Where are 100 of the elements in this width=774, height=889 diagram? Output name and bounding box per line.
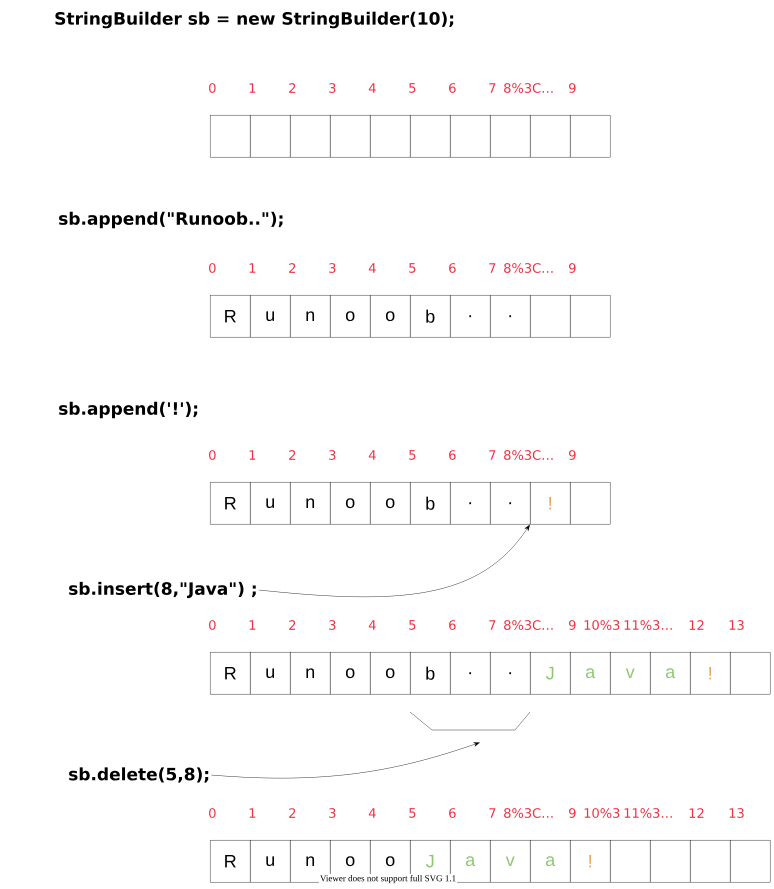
- code-statement: StringBuilder sb = new StringBuilder(10);: [55, 12, 454, 28]
- curved-arrow: [258, 524, 530, 597]
- array-cell: J: [530, 652, 570, 694]
- array-cell: u: [250, 295, 290, 338]
- index-number: 5: [409, 263, 416, 273]
- code-statement: sb.insert(8,"Java") ;: [69, 582, 256, 598]
- index-number: 5: [409, 83, 416, 93]
- array-cell: R: [210, 295, 250, 338]
- array-cell: u: [250, 482, 290, 524]
- array-cell: .: [450, 295, 490, 338]
- array-cell: .: [450, 482, 490, 524]
- array-cell: a: [530, 840, 570, 882]
- array-cell: o: [370, 652, 410, 694]
- bracket: [410, 712, 530, 730]
- index-number: 9: [569, 620, 576, 630]
- index-number: 6: [449, 450, 456, 460]
- index-number: 1: [250, 450, 256, 460]
- index-number: 0: [209, 263, 216, 273]
- index-number: 11%3…: [624, 620, 672, 630]
- index-number: 0: [209, 450, 216, 460]
- index-number: 2: [289, 808, 296, 818]
- array-cell: a: [570, 652, 610, 694]
- index-number: 1: [250, 620, 256, 630]
- array-cell: R: [210, 652, 250, 694]
- index-number: 2: [289, 263, 296, 273]
- index-number: 0: [209, 808, 216, 818]
- index-number: 5: [409, 808, 416, 818]
- array-cell: v: [490, 840, 530, 882]
- index-number: 10%3: [584, 808, 620, 818]
- index-number: 3: [329, 620, 336, 630]
- array-cell: n: [290, 482, 330, 524]
- index-number: 11%3…: [624, 808, 672, 818]
- curved-arrow: [211, 742, 480, 778]
- array-cell: o: [330, 295, 370, 338]
- code-statement: sb.delete(5,8);: [69, 767, 208, 783]
- index-number: 13: [730, 620, 744, 630]
- index-number: 1: [250, 263, 256, 273]
- index-number: 9: [569, 450, 576, 460]
- index-number: 2: [289, 83, 296, 93]
- array-cell: u: [250, 840, 290, 882]
- array-cell: o: [330, 652, 370, 694]
- array-cell: b: [410, 482, 450, 524]
- index-number: 4: [368, 83, 376, 93]
- array-cell: n: [290, 295, 330, 338]
- index-number: 7: [489, 450, 496, 460]
- index-number: 2: [289, 450, 296, 460]
- index-number: 3: [329, 450, 336, 460]
- array-cell: !: [530, 482, 570, 524]
- index-number: 9: [569, 808, 576, 818]
- index-number: 7: [489, 620, 496, 630]
- index-number: 3: [329, 83, 336, 93]
- index-number: 1: [250, 808, 256, 818]
- array-cell: .: [490, 295, 530, 338]
- index-number: 0: [209, 83, 216, 93]
- index-number: 4: [368, 620, 376, 630]
- array-cell: b: [410, 295, 450, 338]
- array-cell: n: [290, 652, 330, 694]
- index-number: 6: [449, 263, 456, 273]
- index-number: 6: [449, 83, 456, 93]
- index-number: 8%3C…: [504, 620, 553, 630]
- index-number: 8%3C…: [504, 808, 553, 818]
- index-number: 6: [449, 620, 456, 630]
- index-number: 2: [289, 620, 296, 630]
- array-cell: .: [450, 652, 490, 694]
- index-number: 12: [690, 620, 704, 630]
- array-cell: b: [410, 652, 450, 694]
- index-number: 0: [209, 620, 216, 630]
- index-number: 8%3C…: [504, 83, 553, 93]
- index-number: 7: [489, 263, 496, 273]
- index-number: 3: [329, 808, 336, 818]
- index-number: 5: [409, 620, 416, 630]
- index-number: 10%3: [584, 620, 620, 630]
- array-cell: o: [370, 295, 410, 338]
- index-number: 4: [368, 263, 376, 273]
- array-cell: R: [210, 840, 250, 882]
- array-cell: o: [370, 482, 410, 524]
- code-statement: sb.append("Runoob..");: [59, 212, 282, 228]
- index-number: 5: [409, 450, 416, 460]
- index-number: 8%3C…: [504, 263, 553, 273]
- array-cell: !: [570, 840, 610, 882]
- array-cell: .: [490, 652, 530, 694]
- index-number: 12: [690, 808, 704, 818]
- array-cell: o: [330, 482, 370, 524]
- code-statement: sb.append('!');: [59, 402, 198, 418]
- viewer-note: Viewer does not support full SVG 1.1: [318, 874, 458, 884]
- index-number: 6: [449, 808, 456, 818]
- array-cell: !: [690, 652, 730, 694]
- index-number: 9: [569, 263, 576, 273]
- array-cell: .: [490, 482, 530, 524]
- index-number: 4: [368, 808, 376, 818]
- index-number: 7: [489, 808, 496, 818]
- array-cell: a: [650, 652, 690, 694]
- index-number: 1: [250, 83, 256, 93]
- index-number: 4: [368, 450, 376, 460]
- index-number: 7: [489, 83, 496, 93]
- index-number: 9: [569, 83, 576, 93]
- array-cell: u: [250, 652, 290, 694]
- index-number: 13: [730, 808, 744, 818]
- index-number: 3: [329, 263, 336, 273]
- index-number: 8%3C…: [504, 450, 553, 460]
